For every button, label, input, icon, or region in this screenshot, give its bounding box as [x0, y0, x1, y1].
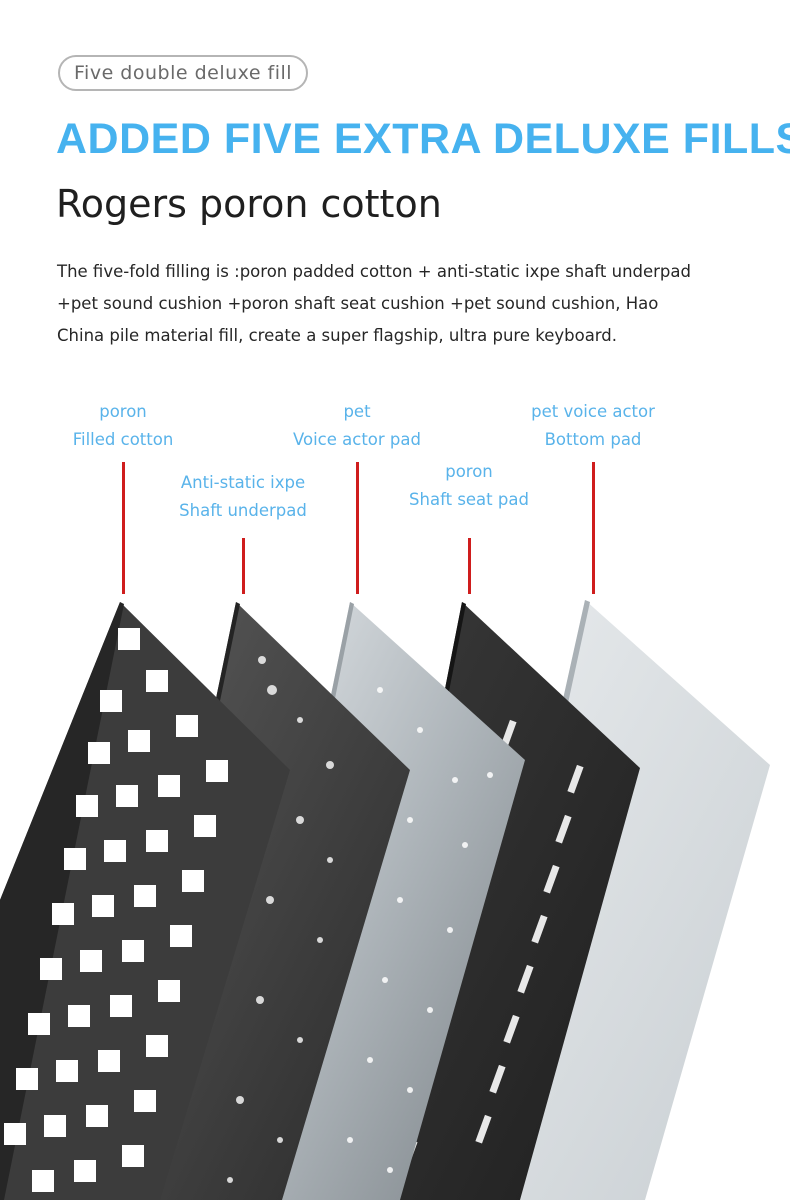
layer-label-line1: poron: [445, 462, 493, 481]
layer-label-poron-shaft-seat: poron Shaft seat pad: [409, 458, 529, 514]
layer-label-line2: Bottom pad: [544, 430, 642, 449]
leader-line-4: [468, 538, 471, 594]
description-line-3: China pile material fill, create a super…: [57, 326, 618, 345]
leader-line-5: [592, 462, 595, 594]
leader-line-1: [122, 462, 125, 594]
layer-label-line1: Anti-static ixpe: [180, 473, 306, 492]
leader-line-2: [242, 538, 245, 594]
badge-pill: Five double deluxe fill: [58, 55, 309, 91]
layer-label-poron-filled-cotton: poron Filled cotton: [73, 398, 174, 454]
leader-line-3: [356, 462, 359, 594]
page-subheadline: Rogers poron cotton: [56, 182, 442, 226]
layer-label-pet-voice-pad: pet Voice actor pad: [293, 398, 421, 454]
description-line-1: The five-fold filling is :poron padded c…: [57, 262, 691, 281]
layer-poron-filled-cotton: [0, 602, 290, 1200]
layer-label-pet-bottom-pad: pet voice actor Bottom pad: [531, 398, 655, 454]
description-line-2: +pet sound cushion +poron shaft seat cus…: [57, 294, 659, 313]
layer-label-line2: Shaft underpad: [179, 501, 307, 520]
layer-label-line1: pet: [343, 402, 371, 421]
layer-label-line2: Shaft seat pad: [409, 490, 529, 509]
layer-label-line1: pet voice actor: [531, 402, 655, 421]
description-paragraph: The five-fold filling is :poron padded c…: [57, 256, 757, 352]
layer-label-line2: Filled cotton: [72, 430, 174, 449]
layer-label-line1: poron: [99, 402, 147, 421]
layer-label-line2: Voice actor pad: [293, 430, 421, 449]
page-headline: ADDED FIVE EXTRA DELUXE FILLS: [56, 115, 790, 163]
layer-label-ixpe-underpad: Anti-static ixpe Shaft underpad: [179, 469, 307, 525]
